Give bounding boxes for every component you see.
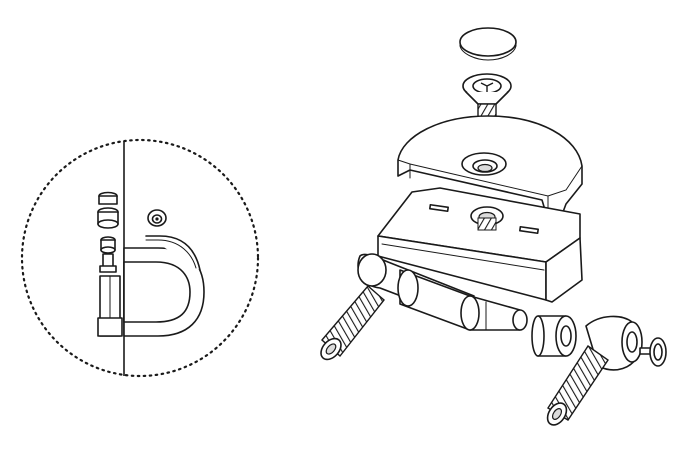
bushing [531, 315, 577, 357]
hinge-barrel-left [357, 253, 528, 331]
detail-view [20, 138, 260, 378]
detail-screw-icon [147, 209, 167, 227]
main-hinge-block [377, 187, 583, 303]
left-threaded-bolt [320, 285, 385, 361]
detail-hinge-body [97, 235, 205, 337]
small-pin [639, 337, 667, 367]
top-bracket [397, 115, 583, 221]
detail-pin-stack [97, 191, 119, 273]
detail-circle [20, 138, 260, 378]
right-threaded-bolt [546, 315, 643, 426]
cover-cap [459, 27, 517, 61]
